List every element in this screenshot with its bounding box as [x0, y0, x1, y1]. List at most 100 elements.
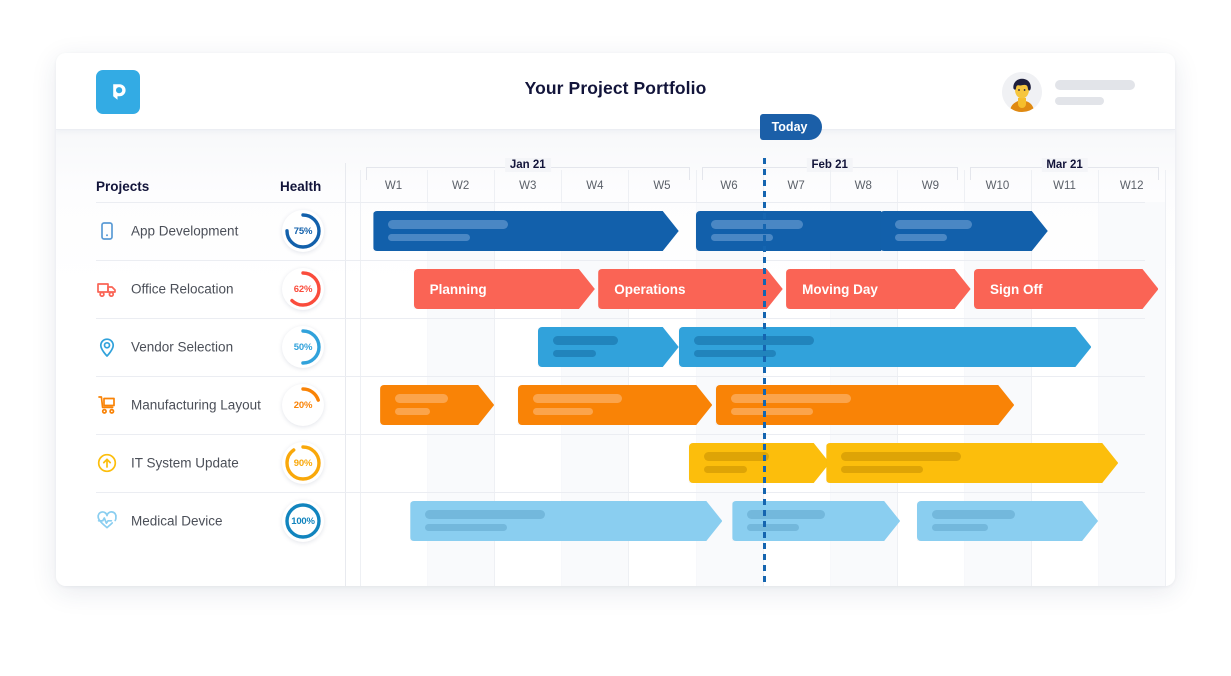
table-row[interactable]: App Development 75%: [56, 202, 1145, 260]
avatar[interactable]: [1002, 72, 1042, 112]
health-percent: 90%: [293, 457, 313, 469]
month-tick-left: [969, 167, 971, 180]
table-row[interactable]: Vendor Selection 50%: [56, 318, 1145, 376]
gantt-bar-placeholder-line: [425, 510, 545, 519]
status-badge[interactable]: 20%: [282, 384, 324, 426]
row-separator: [96, 260, 1145, 261]
mobile-phone-icon: [96, 220, 118, 242]
gantt-bar[interactable]: [373, 211, 678, 251]
gantt-bar-placeholder-line: [533, 408, 593, 415]
gantt-bar-placeholder-line: [731, 394, 851, 403]
gantt-bar[interactable]: [679, 327, 1092, 367]
gantt-bar[interactable]: [696, 211, 897, 251]
health-percent: 75%: [293, 225, 313, 237]
gantt-bar[interactable]: [689, 443, 830, 483]
portfolio-card: Your Project Portfolio: [56, 53, 1175, 586]
gantt-bar[interactable]: Moving Day: [786, 269, 971, 309]
gantt-bar[interactable]: [538, 327, 679, 367]
gantt-bar-placeholder-line: [711, 234, 773, 241]
user-line-secondary: [1055, 96, 1104, 105]
heartbeat-pulse-icon: [96, 510, 118, 532]
today-badge[interactable]: Today: [759, 114, 823, 140]
gantt-bar-placeholder-line: [395, 394, 447, 403]
project-name: Medical Device: [131, 513, 223, 529]
project-name: Vendor Selection: [131, 339, 234, 355]
month-tick-right: [1158, 167, 1160, 180]
gridline: [1165, 170, 1167, 586]
page-title: Your Project Portfolio: [524, 78, 707, 98]
gantt-bar-placeholder-line: [553, 350, 597, 357]
gridline: [628, 170, 630, 586]
gantt-band: [1098, 202, 1166, 586]
table-header: Projects Health: [56, 130, 345, 202]
gantt-bar-placeholder-line: [731, 408, 813, 415]
gantt-bar-placeholder-line: [841, 466, 923, 473]
gantt-bar[interactable]: [518, 385, 713, 425]
row-cells: App Development 75%: [56, 202, 345, 260]
gantt-row: [345, 434, 1145, 492]
table-row[interactable]: IT System Update 90%: [56, 434, 1145, 492]
gantt-bar[interactable]: [880, 211, 1048, 251]
project-name: Manufacturing Layout: [131, 397, 261, 413]
week-label-w12: W12: [1119, 180, 1144, 192]
gantt-bar-placeholder-line: [395, 408, 430, 415]
health-donut-icon: [285, 387, 321, 423]
health-donut-icon: [285, 271, 321, 307]
gantt-bar[interactable]: [716, 385, 1015, 425]
gantt-bar[interactable]: [917, 501, 1098, 541]
gantt-bar[interactable]: [732, 501, 900, 541]
gantt-bar-placeholder-line: [533, 394, 623, 403]
row-separator: [96, 318, 1145, 319]
status-badge[interactable]: 100%: [282, 500, 324, 542]
row-cells: Manufacturing Layout 20%: [56, 376, 345, 434]
gantt-bar-label: Sign Off: [989, 281, 1043, 297]
health-donut-icon: [285, 329, 321, 365]
gantt-bar[interactable]: [380, 385, 494, 425]
status-badge[interactable]: 90%: [282, 442, 324, 484]
user-block[interactable]: [1002, 72, 1135, 112]
logo-glyph: [113, 84, 126, 100]
avatar-illustration-icon: [1002, 72, 1042, 112]
row-separator: [96, 376, 1145, 377]
column-divider: [345, 163, 346, 586]
table-row[interactable]: Manufacturing Layout 20%: [56, 376, 1145, 434]
health-percent: 100%: [291, 515, 315, 527]
month-tick-left: [701, 167, 703, 180]
gantt-bar[interactable]: Planning: [414, 269, 595, 309]
gantt-row: [345, 492, 1145, 550]
status-badge[interactable]: 62%: [282, 268, 324, 310]
column-header-health: Health: [280, 179, 322, 194]
gantt-bar-placeholder-line: [425, 524, 507, 531]
health-donut-icon: [285, 213, 321, 249]
month-label: Mar 21: [1041, 158, 1088, 172]
health-donut-icon: [285, 445, 321, 481]
row-separator: [96, 434, 1145, 435]
gantt-bar-label: Operations: [614, 281, 686, 297]
gantt-bar-placeholder-line: [694, 336, 814, 345]
status-badge[interactable]: 50%: [282, 326, 324, 368]
gantt-bar[interactable]: Operations: [598, 269, 783, 309]
gantt-bar-placeholder-line: [747, 524, 799, 531]
gantt-bar-placeholder-line: [711, 220, 804, 229]
gantt-bar-placeholder-line: [704, 452, 769, 461]
month-label: Feb 21: [806, 158, 853, 172]
gantt-bar-placeholder-line: [704, 466, 748, 473]
week-label-w11: W11: [1053, 180, 1076, 192]
week-label-w3: W3: [519, 180, 537, 192]
table-row[interactable]: Medical Device 100%: [56, 492, 1145, 550]
project-name: App Development: [131, 223, 239, 239]
gantt-bar[interactable]: [410, 501, 722, 541]
pronnel-p-logo-icon[interactable]: [96, 70, 140, 114]
user-line-primary: [1055, 79, 1135, 90]
gantt-bar[interactable]: Sign Off: [974, 269, 1159, 309]
gantt-bar-label: Planning: [429, 281, 487, 297]
week-label-w2: W2: [452, 180, 470, 192]
status-badge[interactable]: 75%: [282, 210, 324, 252]
project-name: IT System Update: [131, 455, 239, 471]
month-label-group: Mar 21: [969, 158, 1160, 180]
gantt-bar[interactable]: [826, 443, 1118, 483]
gantt-row: [345, 376, 1145, 434]
